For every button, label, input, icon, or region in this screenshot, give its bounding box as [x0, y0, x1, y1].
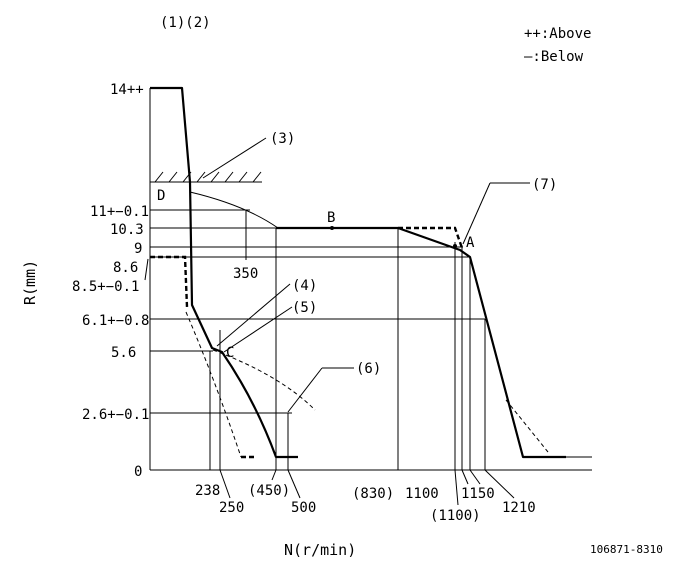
callout-5: (5)	[292, 300, 317, 316]
main-characteristic-low-speed	[150, 86, 298, 459]
stopper-hatch	[150, 171, 262, 183]
upper-idle-dashed	[212, 349, 316, 411]
callout-7: (7)	[532, 177, 557, 193]
point-d-label: D	[157, 188, 165, 204]
x-tick-1150: 1150	[461, 486, 495, 502]
x-tick-1100-paren: (1100)	[430, 508, 481, 524]
callout-3: (3)	[270, 131, 295, 147]
y-tick-8-6: 8.6	[113, 260, 138, 276]
y-tick-5-6: 5.6	[111, 345, 136, 361]
y-axis-title: R(mm)	[21, 260, 39, 305]
x-tick-450: (450)	[248, 483, 290, 499]
legend-below: —:Below	[524, 49, 584, 65]
droop-curve-d-b	[189, 191, 279, 229]
point-a-marker	[453, 244, 457, 248]
x-tick-500: 500	[291, 500, 316, 516]
y-tick-8-5-leader	[144, 258, 149, 281]
x-tick-1100: 1100	[405, 486, 439, 502]
point-a-label: A	[466, 235, 475, 251]
y-tick-0: 0	[134, 464, 142, 480]
y-tick-8-5: 8.5+−0.1	[72, 279, 139, 295]
label-350: 350	[233, 266, 258, 282]
max-speed-dashed	[398, 226, 464, 249]
y-tick-6-1: 6.1+−0.8	[82, 313, 149, 329]
overrun-dashed	[505, 399, 549, 453]
x-tick-238: 238	[195, 483, 220, 499]
x-tick-250: 250	[219, 500, 244, 516]
y-tick-11: 11+−0.1	[90, 204, 149, 220]
main-characteristic-high-speed	[276, 226, 566, 459]
vertical-reference-lines	[209, 210, 486, 470]
y-tick-9: 9	[134, 241, 142, 257]
legend-above: ++:Above	[524, 26, 591, 42]
point-c-label: C	[226, 345, 234, 361]
start-limit-dashed	[150, 255, 189, 308]
x-tick-1210: 1210	[502, 500, 536, 516]
callout-leaders	[202, 137, 530, 413]
y-tick-14: 14++	[110, 82, 144, 98]
y-tick-2-6: 2.6+−0.1	[82, 407, 149, 423]
point-b-marker	[330, 226, 334, 230]
drawing-code: 106871-8310	[590, 543, 663, 556]
below-curve-dashed	[185, 311, 242, 458]
point-b-label: B	[327, 210, 335, 226]
x-tick-leaders	[219, 469, 515, 506]
notes-label: (1)(2)	[160, 15, 211, 31]
x-axis-title: N(r/min)	[284, 541, 356, 559]
horizontal-reference-lines	[150, 87, 485, 414]
callout-6: (6)	[356, 361, 381, 377]
x-tick-830: (830)	[352, 486, 394, 502]
callout-4: (4)	[292, 278, 317, 294]
y-tick-10-3: 10.3	[110, 222, 144, 238]
